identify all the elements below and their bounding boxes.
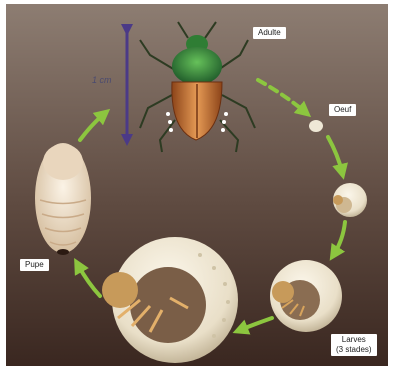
adult-label: Adulte [253,27,286,39]
pupa-label: Pupe [20,259,49,271]
scale-label: 1 cm [92,75,112,85]
larvae-label-line2: (3 stades) [336,345,372,355]
egg-label: Oeuf [329,104,356,116]
larvae-label-line1: Larves [336,335,372,345]
larvae-label: Larves (3 stades) [331,334,377,356]
larva-stage1-illustration [333,183,367,217]
larva-stage2-illustration [270,260,342,332]
egg-illustration [309,120,323,132]
